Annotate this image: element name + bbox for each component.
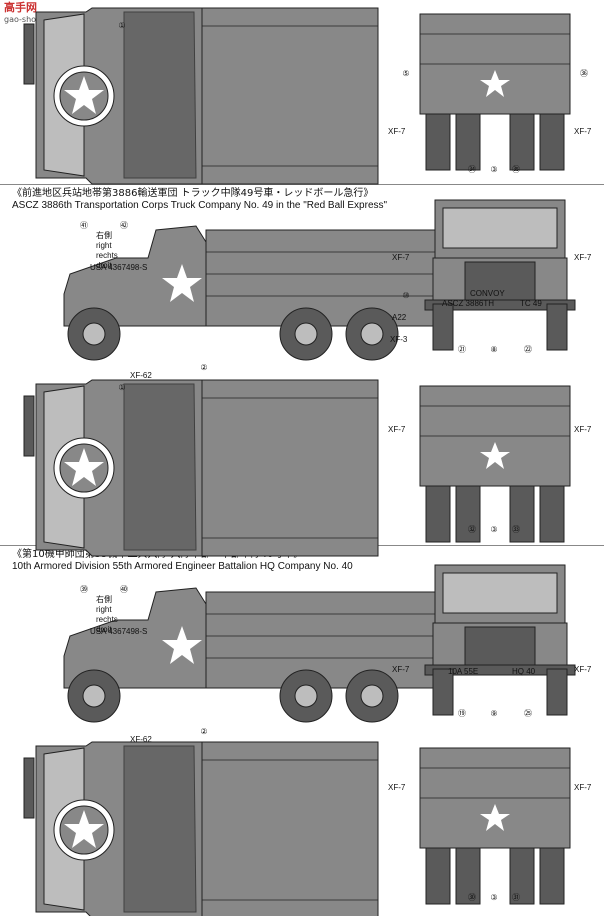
callout-35: ㉟ [512,165,520,174]
convoy-plate: CONVOY [470,289,505,298]
bumper-plate-left: 10A 55E [448,667,478,676]
front-view-red-ball [424,199,576,351]
paint-xf7-label: XF-7 [392,253,410,262]
paint-xf7-label: XF-7 [388,127,406,136]
callout-19: ⑲ [458,709,466,718]
paint-xf7-label: XF-7 [574,253,592,262]
bumper-plate-right: HQ 40 [512,667,536,676]
paint-xf7-label: XF-7 [574,783,592,792]
side-view-red-ball [63,225,437,361]
paint-xf62-label: XF-62 [130,371,152,380]
right-side-jp: 右側 [96,594,112,604]
callout-3: ③ [490,525,497,534]
section-title-en: 10th Armored Division 55th Armored Engin… [12,561,353,572]
callout-25: ㉕ [524,709,532,718]
callout-34: ㉞ [468,165,476,174]
right-side-de: rechts [96,251,118,260]
right-side-jp: 右側 [96,230,112,240]
watermark: 高手网 gao-shou.com [4,2,61,26]
decal-a22-label: A22 [392,313,407,322]
paint-xf7-label: XF-7 [388,783,406,792]
right-side-en: right [96,605,112,614]
right-side-de: rechts [96,615,118,624]
rear-view-3 [419,747,571,905]
callout-10: ⑩ [402,291,409,300]
callout-36: ㊱ [580,69,588,78]
callout-5: ⑤ [402,69,409,78]
bumper-plate: USA 4367498-S [90,627,147,636]
bumper-plate-left: ASCZ 3886TH [442,299,494,308]
callout-39: ㊴ [80,585,88,594]
callout-31: ㉛ [512,893,520,902]
paint-xf7-label: XF-7 [574,127,592,136]
callout-22: ㉒ [524,345,532,354]
paint-xf7-label: XF-7 [388,425,406,434]
top-view-2 [23,379,379,557]
callout-21: ㉑ [458,345,466,354]
section-title-en: ASCZ 3886th Transportation Corps Truck C… [12,200,388,211]
right-side-fr: droit [96,625,112,634]
side-view-armored-engineer [63,587,437,723]
callout-42: ㊷ [120,221,128,230]
section-title-jp: 《前進地区兵站地帯第3886輸送軍団 トラック中隊49号車・レッドボール急行》 [12,188,374,199]
front-view-armored-engineer [424,564,576,716]
bumper-plate: USA 4367498-S [90,263,147,272]
callout-1: ① [118,383,125,392]
section-divider [0,184,604,185]
callout-8: ⑧ [490,345,497,354]
callout-9: ⑨ [490,709,497,718]
top-view-1 [23,7,379,185]
watermark-title: 高手网 [4,1,37,14]
section-heading-red-ball: 《前進地区兵站地帯第3886輸送軍団 トラック中隊49号車・レッドボール急行》 … [12,188,387,212]
callout-3: ③ [490,165,497,174]
top-view-3 [23,741,379,916]
right-side-en: right [96,241,112,250]
paint-xf62-label: XF-62 [130,735,152,744]
rear-view-2 [419,385,571,543]
callout-41: ㊶ [80,221,88,230]
paint-xf7-label: XF-7 [574,665,592,674]
callout-1: ① [118,21,125,30]
callout-3: ③ [490,893,497,902]
callout-32: ㉜ [468,525,476,534]
rear-view-1 [419,13,571,171]
callout-40: ㊵ [120,585,128,594]
callout-2: ② [200,727,207,736]
bumper-plate-right: TC 49 [520,299,542,308]
right-side-fr: droit [96,261,112,270]
callout-2: ② [200,363,207,372]
callout-30: ㉚ [468,893,476,902]
callout-33: ㉝ [512,525,520,534]
paint-xf3-label: XF-3 [390,335,408,344]
paint-xf7-label: XF-7 [392,665,410,674]
watermark-url: gao-shou.com [4,15,61,24]
paint-xf7-label: XF-7 [574,425,592,434]
